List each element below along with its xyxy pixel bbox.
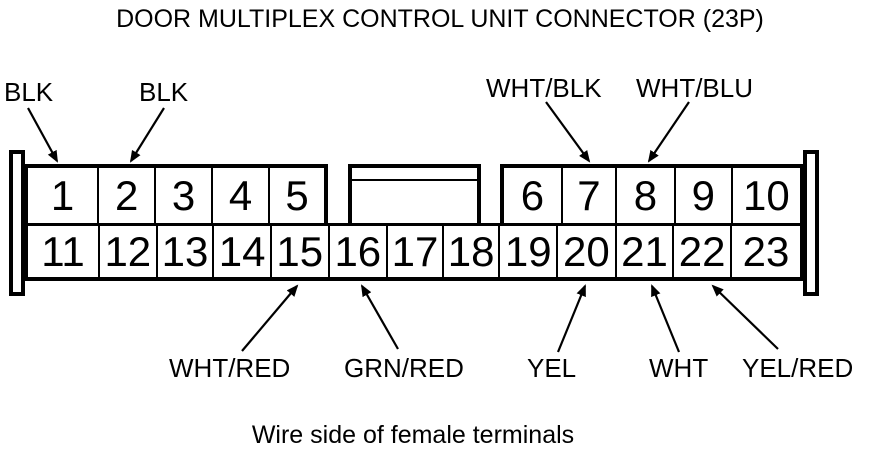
terminal-row-top-left: 1 2 3 4 5 <box>24 164 328 223</box>
terminal-4: 4 <box>211 168 268 223</box>
arrow-to-terminal-7 <box>545 101 591 163</box>
arrow-to-terminal-21 <box>650 284 681 353</box>
terminal-10: 10 <box>730 168 800 223</box>
terminal-23: 23 <box>729 226 800 277</box>
arrow-to-terminal-1 <box>27 107 58 163</box>
arrow-to-terminal-16 <box>361 284 399 350</box>
terminal-16: 16 <box>327 226 387 277</box>
terminal-1: 1 <box>50 171 75 219</box>
terminal-13: 13 <box>155 226 213 277</box>
terminal-row-top-right: 6 7 8 9 10 <box>500 164 804 223</box>
terminal-9: 9 <box>673 168 731 223</box>
arrow-to-terminal-8 <box>647 101 690 163</box>
wire-label-blk-terminal-1: BLK <box>4 77 54 107</box>
connector-left-flange <box>9 150 25 296</box>
wire-label-wht-blk: WHT/BLK <box>486 73 602 103</box>
terminal-20: 20 <box>556 226 615 277</box>
wire-label-wht: WHT <box>649 353 709 383</box>
diagram-title: DOOR MULTIPLEX CONTROL UNIT CONNECTOR (2… <box>116 5 764 33</box>
terminal-21: 21 <box>614 226 673 277</box>
arrow-to-terminal-15 <box>241 284 299 352</box>
arrow-to-terminal-2 <box>129 107 165 163</box>
wire-label-blk-terminal-2: BLK <box>139 77 189 107</box>
terminal-7: 7 <box>560 168 615 223</box>
terminal-17: 17 <box>386 226 442 277</box>
arrow-to-terminal-20 <box>556 284 587 353</box>
terminal-row-bottom: 11 12 13 14 15 16 17 18 19 20 21 22 23 <box>24 223 804 281</box>
terminal-3: 3 <box>154 168 211 223</box>
terminal-6: 6 <box>520 171 545 219</box>
terminal-11: 11 <box>41 227 85 275</box>
wire-label-yel-red: YEL/RED <box>742 353 854 383</box>
wire-label-grn-red: GRN/RED <box>344 353 464 383</box>
terminal-8: 8 <box>614 168 674 223</box>
wire-label-wht-blu: WHT/BLU <box>636 73 753 103</box>
wire-label-yel: YEL <box>527 353 577 383</box>
key-slot-ridge <box>352 168 477 181</box>
terminal-15: 15 <box>269 226 328 277</box>
terminal-19: 19 <box>498 226 556 277</box>
terminal-2: 2 <box>97 168 154 223</box>
terminal-22: 22 <box>672 226 730 277</box>
diagram-caption: Wire side of female terminals <box>251 421 575 449</box>
arrow-to-terminal-22 <box>711 284 779 350</box>
terminal-12: 12 <box>98 226 156 277</box>
terminal-5: 5 <box>268 168 324 223</box>
connector-key-slot <box>348 164 481 223</box>
terminal-18: 18 <box>441 226 499 277</box>
terminal-14: 14 <box>212 226 270 277</box>
connector-right-flange <box>803 150 819 296</box>
wire-label-wht-red: WHT/RED <box>169 353 291 383</box>
